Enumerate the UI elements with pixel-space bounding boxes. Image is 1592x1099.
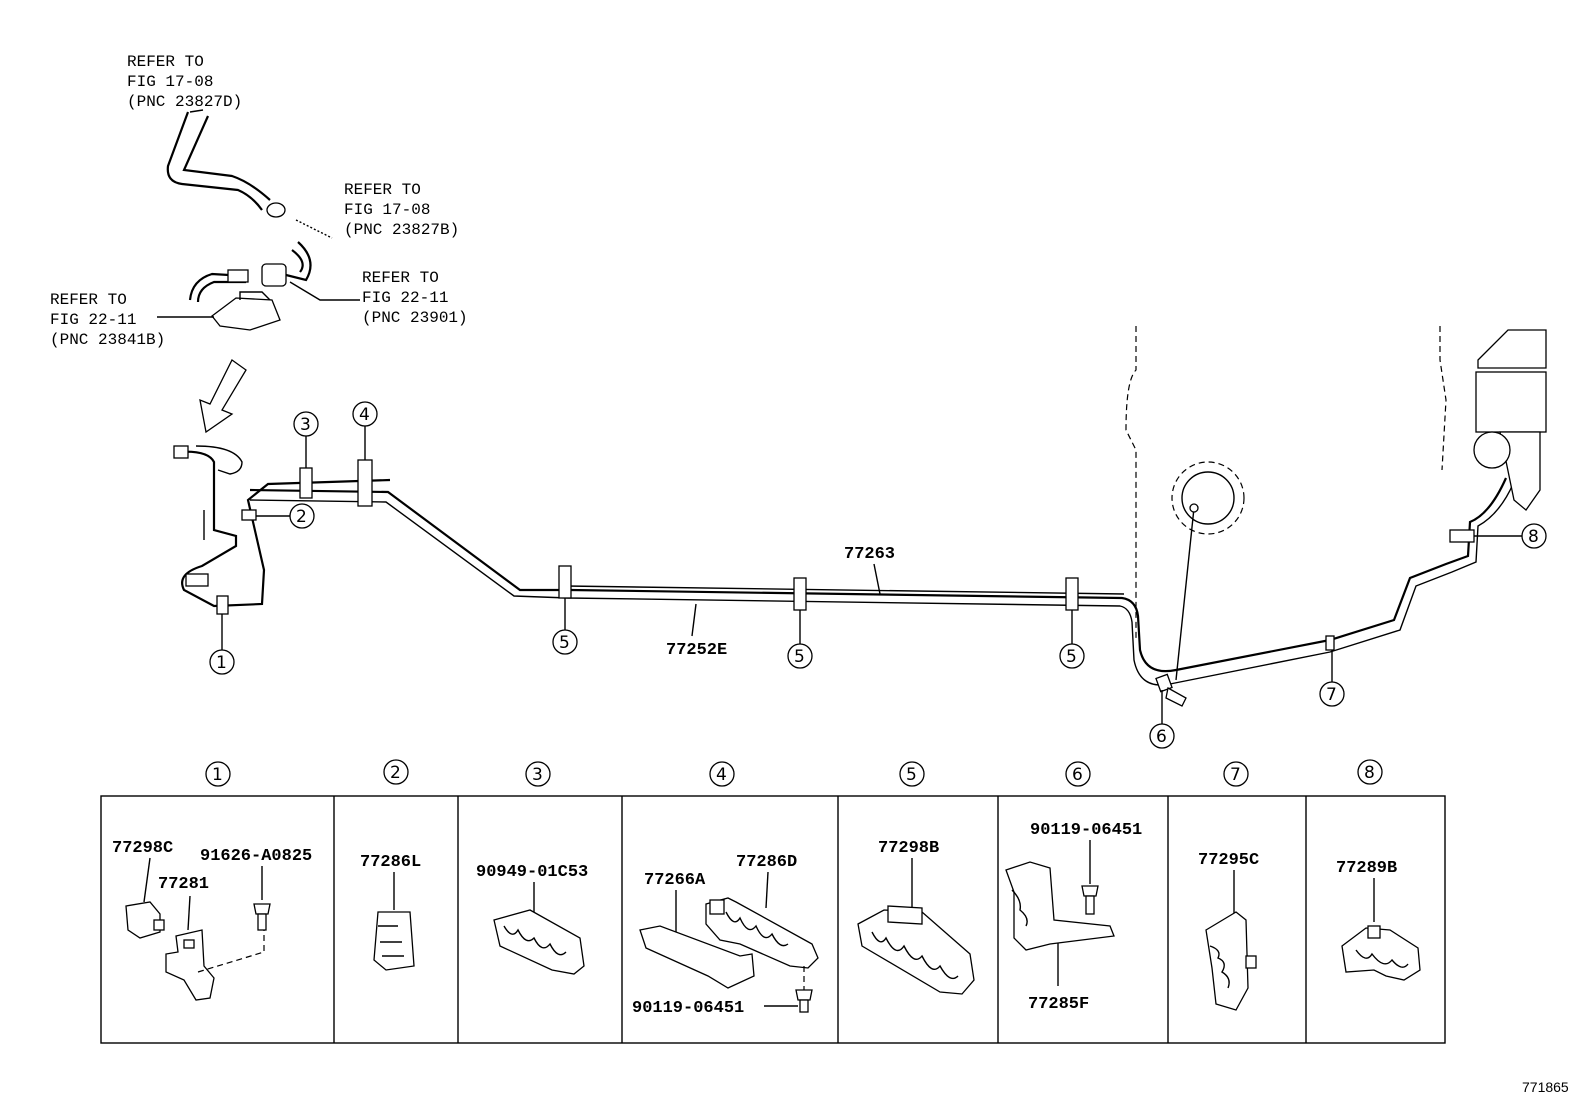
svg-text:90119-06451: 90119-06451 <box>632 999 744 1018</box>
svg-text:FIG 17-08: FIG 17-08 <box>127 73 213 91</box>
svg-text:2: 2 <box>390 763 401 783</box>
body-outline <box>1125 326 1547 681</box>
svg-text:5: 5 <box>1066 647 1077 667</box>
figure-id: 771865 <box>1522 1079 1569 1095</box>
svg-text:77298B: 77298B <box>878 839 939 858</box>
svg-text:5: 5 <box>559 633 570 653</box>
direction-arrow-icon <box>199 359 247 434</box>
svg-text:8: 8 <box>1528 527 1539 547</box>
fuel-tubes <box>173 445 1515 686</box>
panel-7: 77295C <box>1198 851 1259 1011</box>
svg-text:REFER TO: REFER TO <box>127 53 204 71</box>
callout-6: 6 <box>1149 690 1175 749</box>
hose-assembly <box>157 109 360 331</box>
callout-1: 1 <box>209 614 235 675</box>
ref-label-3: REFER TO FIG 22-11 (PNC 23901) <box>362 269 468 327</box>
callout-2: 2 <box>256 503 315 529</box>
svg-text:(PNC 23841B): (PNC 23841B) <box>50 331 165 349</box>
ref-label-4: REFER TO FIG 22-11 (PNC 23841B) <box>50 291 165 349</box>
svg-text:5: 5 <box>794 647 805 667</box>
svg-text:77295C: 77295C <box>1198 851 1259 870</box>
panel-header-7: 7 <box>1223 761 1249 787</box>
detail-grid <box>100 795 1446 1044</box>
svg-text:FIG 17-08: FIG 17-08 <box>344 201 430 219</box>
panel-1: 77298C 77281 91626-A0825 <box>112 839 312 1001</box>
svg-text:4: 4 <box>359 405 370 425</box>
svg-text:77289B: 77289B <box>1336 859 1397 878</box>
ref-label-1: REFER TO FIG 17-08 (PNC 23827D) <box>127 53 242 111</box>
svg-text:1: 1 <box>212 765 223 785</box>
callout-3: 3 <box>293 411 319 468</box>
panel-6: 90119-06451 77285F <box>1005 821 1142 1014</box>
panel-5: 77298B <box>857 839 975 995</box>
svg-text:(PNC 23827B): (PNC 23827B) <box>344 221 459 239</box>
panel-header-6: 6 <box>1065 761 1091 787</box>
panel-header-2: 2 <box>383 759 409 785</box>
panel-header-5: 5 <box>899 761 925 787</box>
panel-header-3: 3 <box>525 761 551 787</box>
svg-text:2: 2 <box>296 507 307 527</box>
panel-header-1: 1 <box>205 761 231 787</box>
svg-text:REFER TO: REFER TO <box>344 181 421 199</box>
svg-text:6: 6 <box>1072 765 1083 785</box>
callout-5b: 5 <box>787 610 813 669</box>
callout-5a: 5 <box>552 598 578 655</box>
svg-text:77286D: 77286D <box>736 853 797 872</box>
svg-text:6: 6 <box>1156 727 1167 747</box>
callout-8: 8 <box>1474 523 1547 549</box>
svg-text:77298C: 77298C <box>112 839 173 858</box>
svg-text:91626-A0825: 91626-A0825 <box>200 847 312 866</box>
ref-label-2: REFER TO FIG 17-08 (PNC 23827B) <box>344 181 459 239</box>
label-tube-upper: 77263 <box>844 545 895 564</box>
svg-text:REFER TO: REFER TO <box>362 269 439 287</box>
svg-text:77266A: 77266A <box>644 871 706 890</box>
svg-text:77286L: 77286L <box>360 853 421 872</box>
svg-text:5: 5 <box>906 765 917 785</box>
svg-text:(PNC 23901): (PNC 23901) <box>362 309 468 327</box>
panel-header-8: 8 <box>1357 759 1383 785</box>
svg-text:FIG 22-11: FIG 22-11 <box>50 311 136 329</box>
svg-text:90119-06451: 90119-06451 <box>1030 821 1142 840</box>
label-tube-lower: 77252E <box>666 641 727 660</box>
svg-text:7: 7 <box>1326 685 1337 705</box>
panel-4: 77266A 77286D 90119-06451 <box>632 853 819 1018</box>
tube-clamps <box>216 459 1475 707</box>
svg-text:90949-01C53: 90949-01C53 <box>476 863 588 882</box>
svg-text:3: 3 <box>532 765 543 785</box>
svg-text:77281: 77281 <box>158 875 209 894</box>
callout-4: 4 <box>352 401 378 460</box>
callout-5c: 5 <box>1059 610 1085 669</box>
svg-text:77285F: 77285F <box>1028 995 1089 1014</box>
panel-3: 90949-01C53 <box>476 863 588 975</box>
svg-text:REFER TO: REFER TO <box>50 291 127 309</box>
svg-text:(PNC 23827D): (PNC 23827D) <box>127 93 242 111</box>
svg-text:3: 3 <box>300 415 311 435</box>
panel-8: 77289B <box>1336 859 1421 981</box>
panel-2: 77286L <box>360 853 421 971</box>
svg-text:8: 8 <box>1364 763 1375 783</box>
svg-text:7: 7 <box>1230 765 1241 785</box>
panel-header-4: 4 <box>709 761 735 787</box>
svg-text:4: 4 <box>716 765 727 785</box>
callout-7: 7 <box>1319 650 1345 707</box>
svg-text:1: 1 <box>216 653 227 673</box>
svg-text:FIG 22-11: FIG 22-11 <box>362 289 448 307</box>
